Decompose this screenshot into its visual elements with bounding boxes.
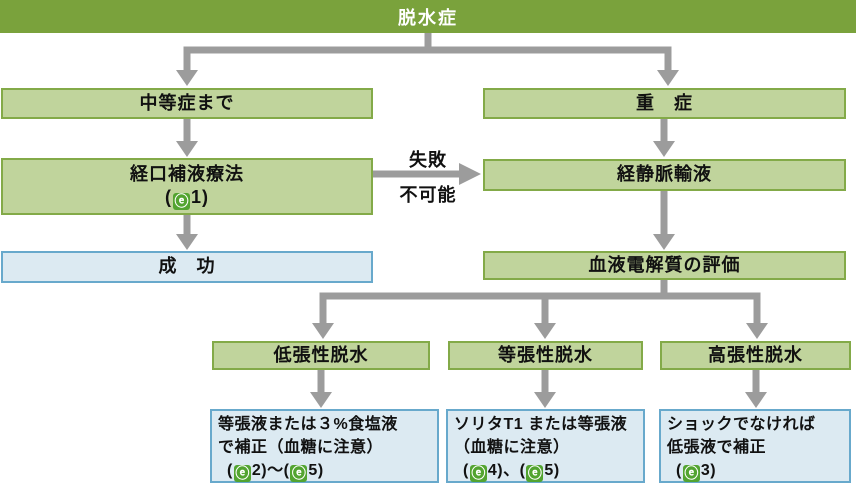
node-isotonic-label: 等張性脱水	[498, 344, 593, 365]
node-hypotonic-label: 低張性脱水	[273, 344, 369, 365]
e-badge-icon: ⓔ	[290, 465, 308, 482]
node-severe-label: 重 症	[636, 92, 693, 113]
root-node-label: 脱水症	[398, 7, 458, 28]
e-badge-icon: ⓔ	[469, 465, 487, 482]
e-badge-icon: ⓔ	[172, 192, 190, 210]
node-iv-infusion-label: 経静脈輸液	[617, 164, 712, 185]
note-hypotonic-line2: で補正（血糖に注意）	[218, 439, 384, 456]
node-success-label: 成 功	[158, 256, 216, 277]
node-oral-rehydration-label: 経口補液療法	[130, 164, 244, 184]
edge-label-impossible: 不可能	[399, 185, 457, 205]
note-hypertonic-line2: 低張液で補正	[667, 439, 767, 456]
note-hypertonic-line1: ショックでなければ	[667, 416, 816, 433]
e-badge-icon: ⓔ	[526, 465, 544, 482]
node-hypertonic-label: 高張性脱水	[708, 344, 803, 365]
note-isotonic-line1: ソリタT1 または等張液	[454, 416, 628, 433]
note-isotonic-line2: （血糖に注意）	[454, 439, 570, 456]
node-moderate-severity: 中等症まで	[1, 88, 373, 119]
node-moderate-severity-label: 中等症まで	[139, 92, 235, 113]
node-electrolyte-evaluation: 血液電解質の評価	[483, 251, 846, 280]
node-electrolyte-evaluation-label: 血液電解質の評価	[588, 254, 741, 275]
node-success: 成 功	[1, 251, 373, 283]
node-hypertonic-dehydration: 高張性脱水	[660, 341, 851, 370]
e-badge-icon: ⓔ	[682, 465, 700, 482]
node-iv-infusion: 経静脈輸液	[483, 159, 846, 191]
node-hypotonic-dehydration: 低張性脱水	[212, 341, 430, 370]
edge-label-failure: 失敗	[409, 150, 447, 170]
node-isotonic-dehydration: 等張性脱水	[448, 341, 643, 370]
node-severe: 重 症	[483, 88, 846, 119]
note-hypotonic-line1: 等張液または３%食塩液	[218, 416, 398, 433]
e-badge-icon: ⓔ	[233, 465, 251, 482]
root-node-dehydration: 脱水症	[0, 0, 856, 33]
